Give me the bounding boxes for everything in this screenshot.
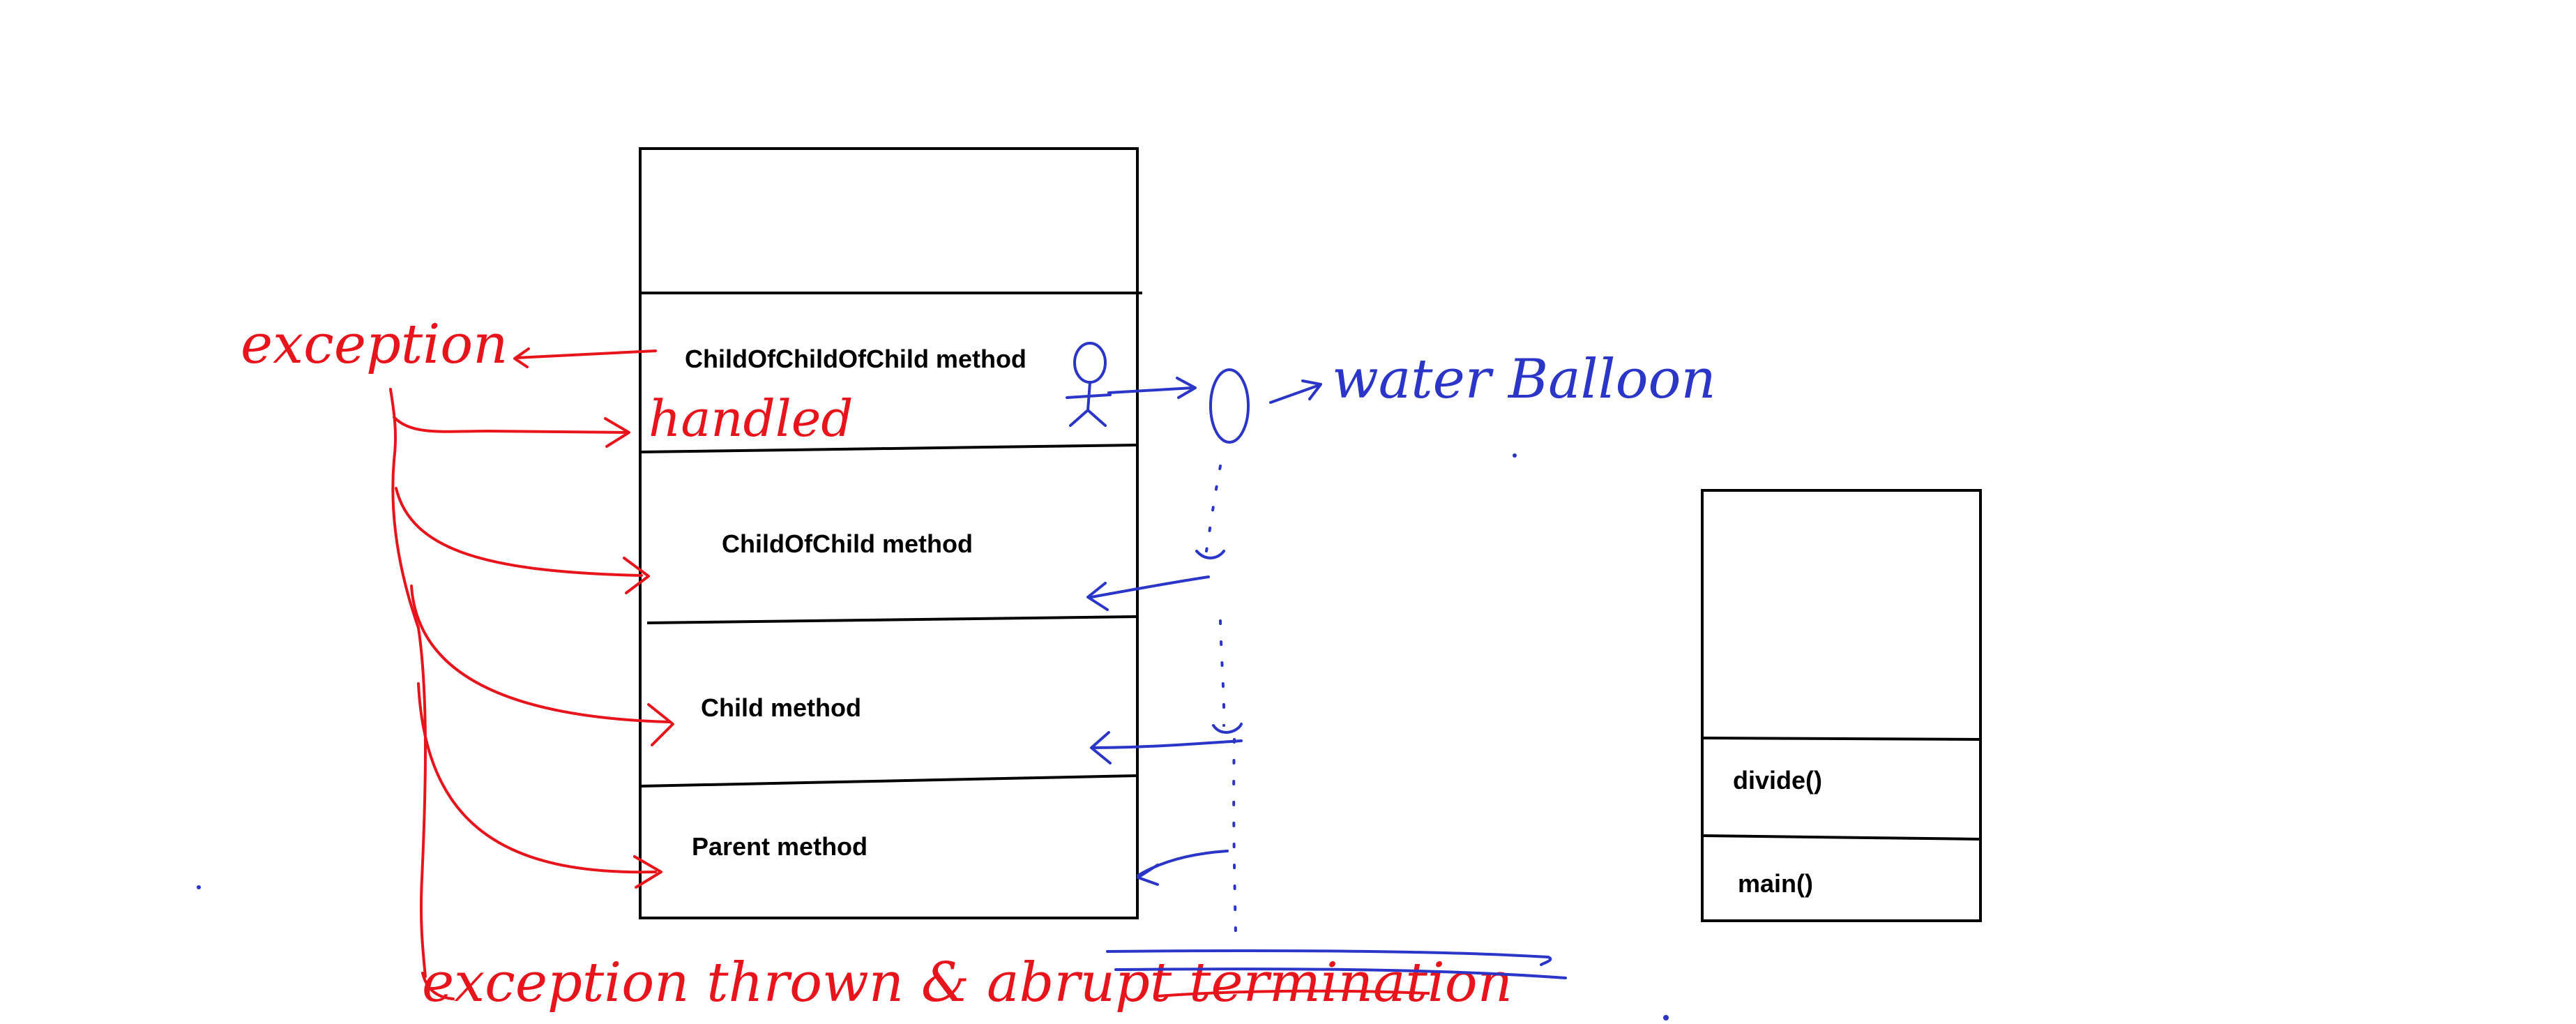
balloon-icon: [1209, 368, 1250, 444]
frame-divider: [646, 615, 1138, 624]
frame-label: Parent method: [692, 832, 867, 861]
arrow-to-frame-3: [410, 585, 674, 746]
frame-divider: [1702, 834, 1981, 841]
underline: [1106, 949, 1552, 966]
frame-divider: [639, 444, 1138, 453]
stray-dot: [1663, 1015, 1669, 1021]
exception-label: exception: [241, 313, 508, 376]
water-balloon-label: water Balloon: [1332, 348, 1716, 411]
return-arrow: [1086, 575, 1210, 611]
stray-dot: [197, 885, 201, 889]
return-arrow: [1090, 731, 1243, 765]
handled-label: handled: [649, 389, 853, 448]
strike-through: [1157, 989, 1430, 997]
balloon-trajectory: [1205, 465, 1237, 936]
arrow-to-frame-2: [395, 487, 650, 594]
arrow-to-handled: [393, 416, 630, 448]
red-annotations: [389, 347, 674, 1000]
underline: [1114, 967, 1567, 979]
person-icon: [1066, 342, 1112, 427]
frame-label: ChildOfChildOfChild method: [685, 345, 1026, 373]
frame-label: Child method: [701, 693, 861, 722]
bottom-label: exception thrown & abrupt termination: [422, 951, 1513, 1014]
frame-label: main(): [1738, 869, 1813, 898]
bottom-hook: [421, 972, 455, 1000]
frame-divider: [1702, 737, 1981, 741]
frame-label: ChildOfChild method: [722, 529, 973, 558]
arrow-to-exception: [513, 347, 657, 368]
call-stack-outline: [639, 147, 1139, 919]
propagation-spine: [389, 388, 427, 978]
arrow-to-label: [1269, 379, 1322, 404]
second-stack-outline: [1701, 489, 1982, 922]
trajectory-hook: [1212, 723, 1243, 734]
trajectory-hook: [1195, 550, 1225, 559]
frame-divider: [639, 774, 1138, 788]
arrow-to-balloon: [1107, 377, 1197, 399]
frame-label: divide(): [1733, 766, 1822, 795]
stray-dot: [1513, 453, 1517, 458]
return-arrow: [1137, 850, 1229, 886]
arrow-to-frame-4: [417, 682, 662, 889]
call-stack: ChildOfChildOfChild method ChildOfChild …: [639, 147, 1142, 919]
blue-annotations: [1066, 342, 1567, 979]
second-stack: divide() main(): [1701, 489, 1982, 922]
